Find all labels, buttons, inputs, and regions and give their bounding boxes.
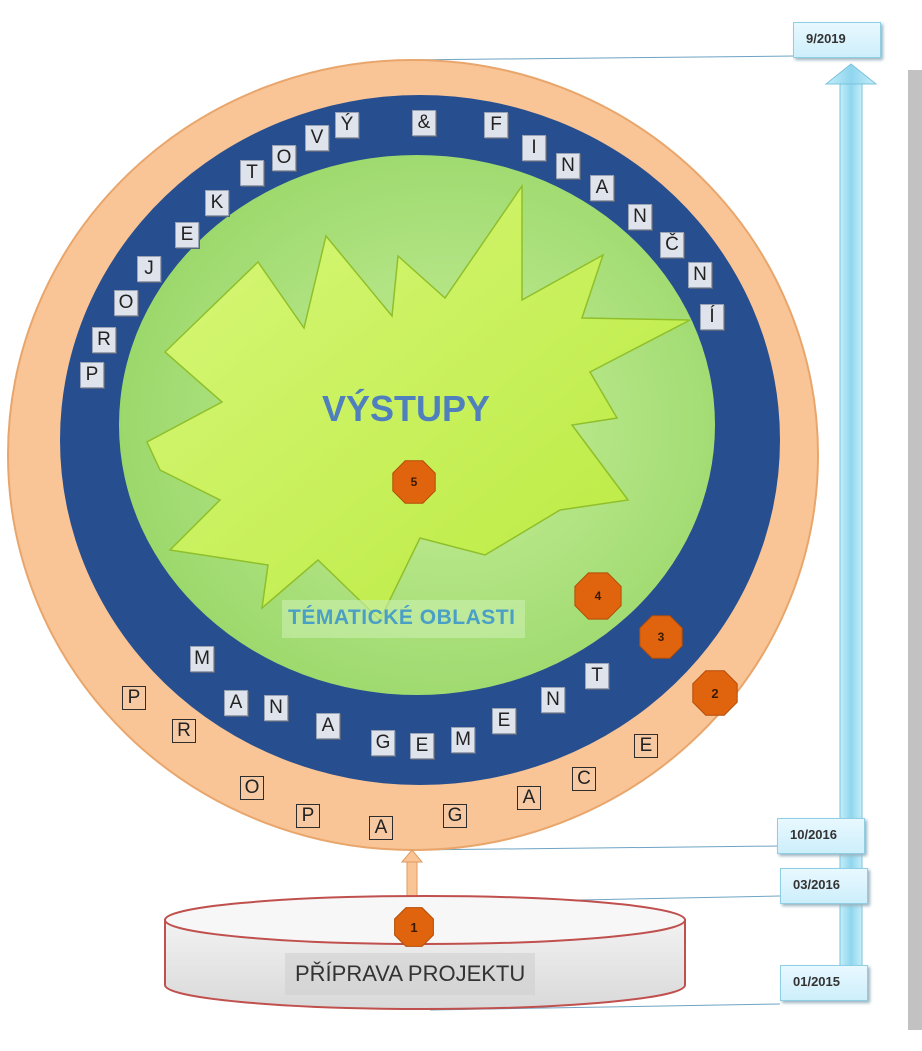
propagace-letter: A (517, 786, 541, 810)
step-badge: 1 (392, 905, 436, 949)
projektovy-financni-letter: V (305, 125, 329, 151)
management-letter: E (410, 733, 434, 759)
management-letter: M (190, 646, 214, 672)
connector-top (404, 55, 796, 61)
step-badge-number: 2 (711, 685, 719, 701)
projektovy-financni-letter: A (590, 175, 614, 201)
outputs-label: VÝSTUPY (322, 388, 491, 429)
date-box-top: 9/2019 (793, 22, 881, 58)
date-box-10-2016: 10/2016 (777, 818, 865, 854)
step-badge-number: 3 (657, 630, 665, 644)
project-preparation-label: PŘÍPRAVA PROJEKTU (285, 953, 536, 995)
projektovy-financni-letter: N (628, 204, 652, 230)
right-edge-bar (908, 70, 922, 1030)
projektovy-financni-letter: R (92, 327, 116, 353)
step-badge: 2 (690, 668, 740, 718)
projektovy-financni-letter: N (688, 262, 712, 288)
management-letter: E (492, 708, 516, 734)
projektovy-financni-letter: F (484, 112, 508, 138)
projektovy-financni-letter: P (80, 362, 104, 388)
management-letter: N (541, 687, 565, 713)
projektovy-financni-letter: Í (700, 304, 724, 330)
step-badge: 4 (572, 570, 624, 622)
projektovy-financni-letter: E (175, 222, 199, 248)
date-box-03-2016: 03/2016 (780, 868, 868, 904)
connector-10-2016 (409, 845, 781, 851)
projektovy-financni-letter: Ý (335, 112, 359, 138)
projektovy-financni-letter: J (137, 256, 161, 282)
management-letter: A (224, 690, 248, 716)
management-letter: M (451, 727, 475, 753)
projektovy-financni-letter: O (272, 145, 296, 171)
management-letter: T (585, 663, 609, 689)
step-badge-number: 1 (410, 919, 418, 935)
propagace-letter: C (572, 767, 596, 791)
management-letter: N (264, 695, 288, 721)
step-badge: 3 (637, 613, 685, 661)
management-letter: G (371, 730, 395, 756)
projektovy-financni-letter: I (522, 135, 546, 161)
propagace-letter: O (240, 776, 264, 800)
projektovy-financni-letter: O (114, 290, 138, 316)
thematic-areas-label: TÉMATICKÉ OBLASTI (282, 600, 526, 638)
management-letter: A (316, 713, 340, 739)
propagace-letter: P (122, 686, 146, 710)
propagace-letter: R (172, 719, 196, 743)
propagace-letter: A (369, 816, 393, 840)
step-badge: 5 (390, 458, 438, 506)
step-badge-number: 5 (410, 475, 418, 489)
propagace-letter: P (296, 804, 320, 828)
date-box-01-2015: 01/2015 (780, 965, 868, 1001)
projektovy-financni-letter: N (556, 153, 580, 179)
step-badge-number: 4 (594, 589, 602, 603)
outputs-star (146, 183, 691, 622)
propagace-letter: E (634, 734, 658, 758)
projektovy-financni-letter: Č (660, 232, 684, 258)
projektovy-financni-letter: K (205, 190, 229, 216)
propagace-letter: G (443, 804, 467, 828)
projektovy-financni-letter: & (412, 110, 436, 136)
projektovy-financni-letter: T (240, 160, 264, 186)
